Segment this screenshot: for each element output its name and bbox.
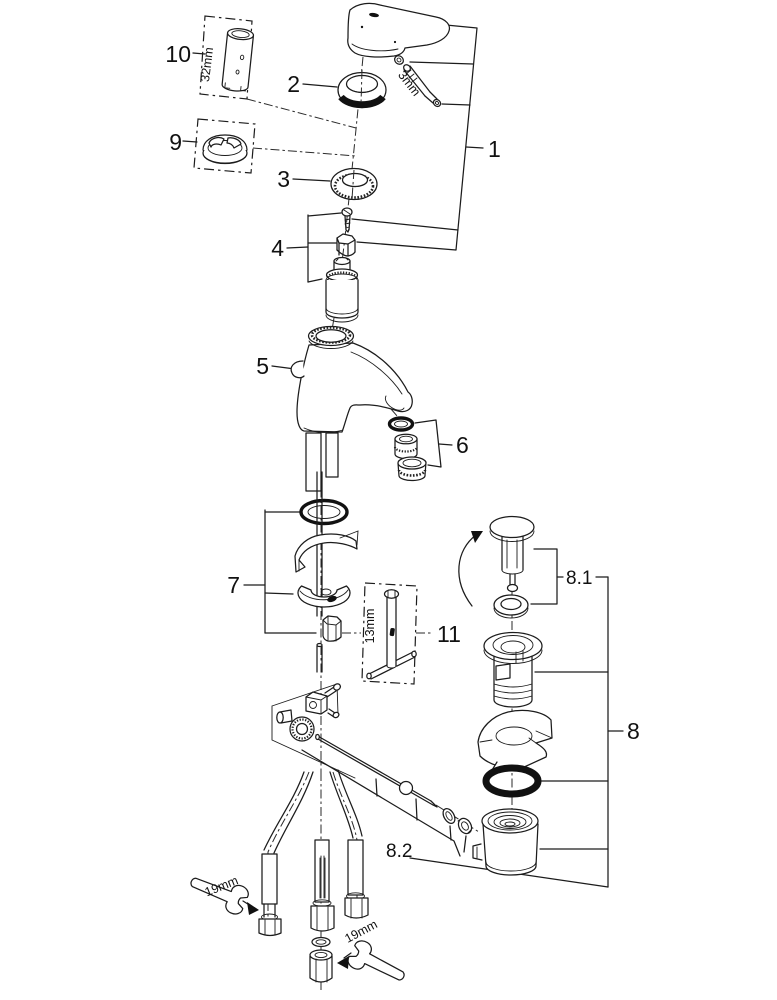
leader-2	[302, 83, 338, 88]
part-10-box	[192, 15, 253, 100]
supply-hose-right	[344, 839, 369, 919]
centerlines	[246, 56, 513, 990]
bracket-6	[414, 419, 453, 468]
pop-up-plug-8-1	[489, 515, 535, 593]
part-label-5: 5	[256, 353, 269, 379]
horseshoe-plate-7	[297, 585, 351, 608]
o-ring-7	[299, 498, 349, 526]
bracket-4	[286, 212, 342, 283]
linkage-plug	[276, 709, 293, 724]
socket-tool-13mm-icon	[366, 589, 417, 680]
mounting-nut-bottom	[309, 949, 333, 983]
supply-hose-upper	[305, 432, 322, 492]
part-label-9: 9	[169, 129, 182, 155]
part-label-8-1: 8.1	[566, 568, 592, 589]
handle-lever	[347, 2, 451, 58]
aerator-shell-6	[397, 456, 427, 482]
part-label-11: 11	[437, 621, 461, 647]
part-label-10: 10	[165, 41, 191, 67]
bracket-7	[243, 509, 317, 634]
set-screw	[394, 55, 404, 65]
part-9-box	[182, 118, 256, 174]
part-label-6: 6	[456, 432, 469, 458]
linkage-block	[305, 691, 328, 715]
nut-4	[336, 233, 356, 257]
wrench-arrow-left	[242, 900, 259, 915]
bracket-8	[534, 576, 624, 888]
cartridge-4	[325, 256, 359, 323]
screw-4	[341, 207, 353, 233]
rotation-arrow	[458, 531, 483, 607]
supply-hose-left	[258, 853, 282, 937]
part-label-1: 1	[488, 136, 501, 162]
knurled-nut	[289, 716, 315, 742]
part-label-3: 3	[277, 166, 290, 192]
wrench-19mm-left-icon	[190, 877, 249, 915]
washer-bottom	[311, 936, 331, 948]
tool-size-3mm: 3mm	[395, 68, 423, 99]
part-label-2: 2	[287, 71, 300, 97]
rod-o-ring-8-2	[442, 808, 456, 824]
threaded-stud-lower	[316, 642, 323, 673]
wrench-19mm-right-icon	[347, 940, 405, 981]
leader-3	[292, 178, 331, 182]
threaded-stud-upper	[325, 432, 339, 478]
aerator-insert-6	[393, 433, 419, 460]
tool-size-labels: 32mm 3mm 13mm 19mm 19mm	[198, 46, 423, 945]
wrench-arrow-right	[337, 952, 352, 969]
seal-ring-8-1	[493, 594, 529, 619]
o-ring-8	[482, 764, 542, 798]
linkage-pin	[327, 708, 340, 719]
ring-nut-3	[330, 167, 378, 201]
faucet-body-5	[290, 325, 413, 433]
hex-key-3mm-icon	[403, 64, 442, 108]
hose-curves	[263, 769, 363, 854]
part-label-8-2: 8.2	[386, 841, 412, 862]
mounting-nut-7	[322, 615, 342, 642]
part-label-4: 4	[271, 235, 284, 261]
aerator-seal-6	[387, 416, 415, 432]
linkage-screw	[324, 683, 342, 698]
supply-hose-center	[310, 839, 335, 932]
tool-size-32mm: 32mm	[198, 46, 216, 82]
part-11-box	[361, 582, 418, 685]
rod-nut-8-2	[457, 817, 473, 835]
socket-tool-32mm-icon	[221, 28, 255, 92]
escutcheon-ring-2	[337, 69, 387, 109]
drain-body-8	[472, 808, 539, 876]
drain-flange-8	[483, 631, 543, 708]
part-label-7: 7	[227, 572, 240, 598]
bracket-8-1	[530, 548, 609, 605]
tool-size-13mm: 13mm	[363, 609, 377, 644]
pop-up-rod	[315, 733, 438, 808]
part-label-8: 8	[627, 718, 640, 744]
base-gasket-7	[294, 530, 359, 573]
part-labels: 1 2 3 4 5 6 7 8 8.1 8.2 9 10 11	[165, 41, 639, 862]
cap-part-9	[202, 134, 248, 165]
